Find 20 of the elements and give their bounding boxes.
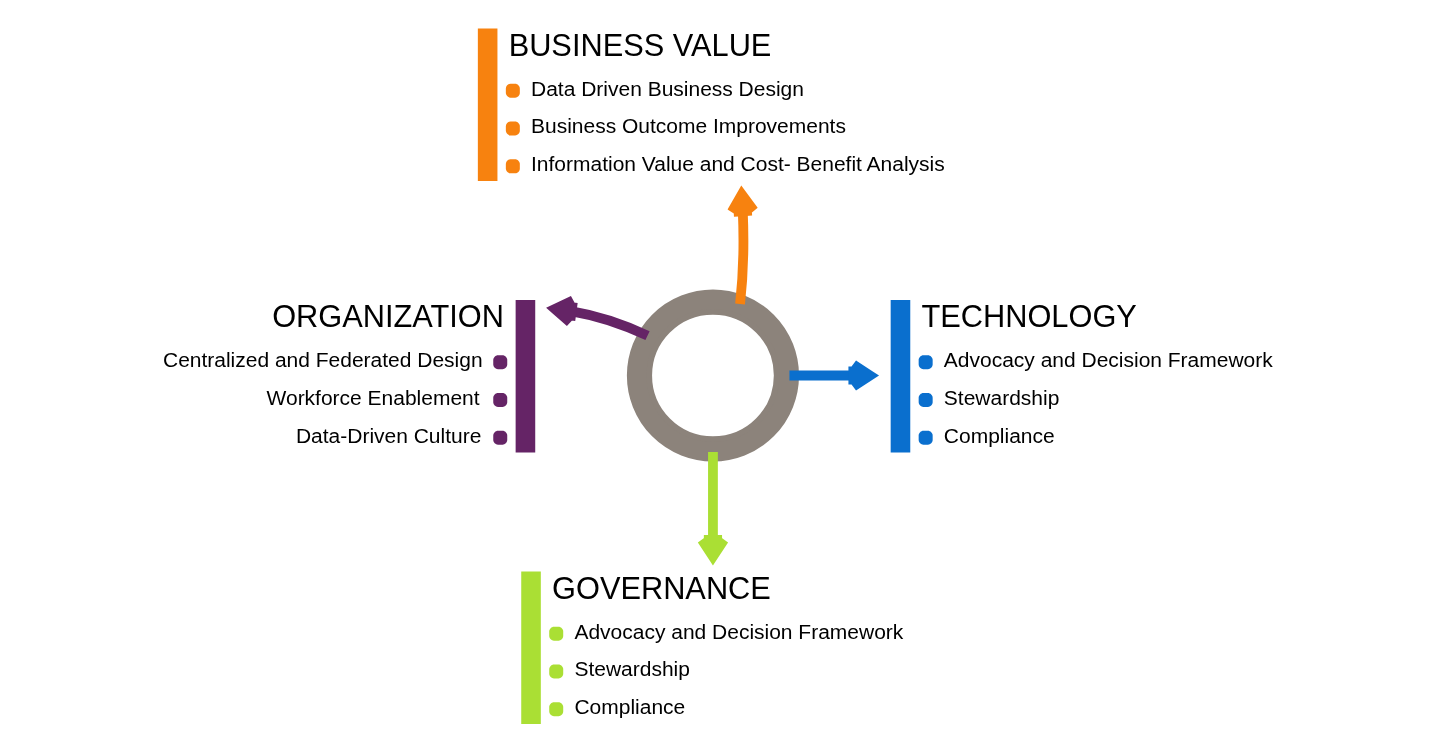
node-circle: [626, 289, 799, 462]
node-label: Data-Driven Culture: [295, 423, 481, 447]
node-label: ORGANIZATION: [271, 299, 504, 335]
node-label: Compliance: [573, 695, 685, 719]
node-label: TECHNOLOGY: [920, 299, 1137, 335]
node-label: Business Outcome Improvements: [530, 114, 846, 138]
node-label: Compliance: [943, 423, 1055, 447]
node-label: Centralized and Federated Design: [162, 348, 483, 372]
node-label: BUSINESS VALUE: [508, 27, 771, 63]
node-label: Stewardship: [943, 385, 1059, 409]
arrow: [549, 295, 650, 341]
node-label: Workforce Enablement: [266, 385, 480, 409]
arrow: [788, 359, 876, 392]
arrow: [696, 452, 729, 563]
node-label: Advocacy and Decision Framework: [573, 619, 903, 643]
node-label: GOVERNANCE: [551, 570, 771, 606]
node-label: Stewardship: [573, 657, 690, 681]
node-label: Advocacy and Decision Framework: [943, 348, 1273, 372]
node-label: Data Driven Business Design: [530, 76, 804, 100]
node-label: Information Value and Cost- Benefit Analysis: [530, 152, 945, 176]
